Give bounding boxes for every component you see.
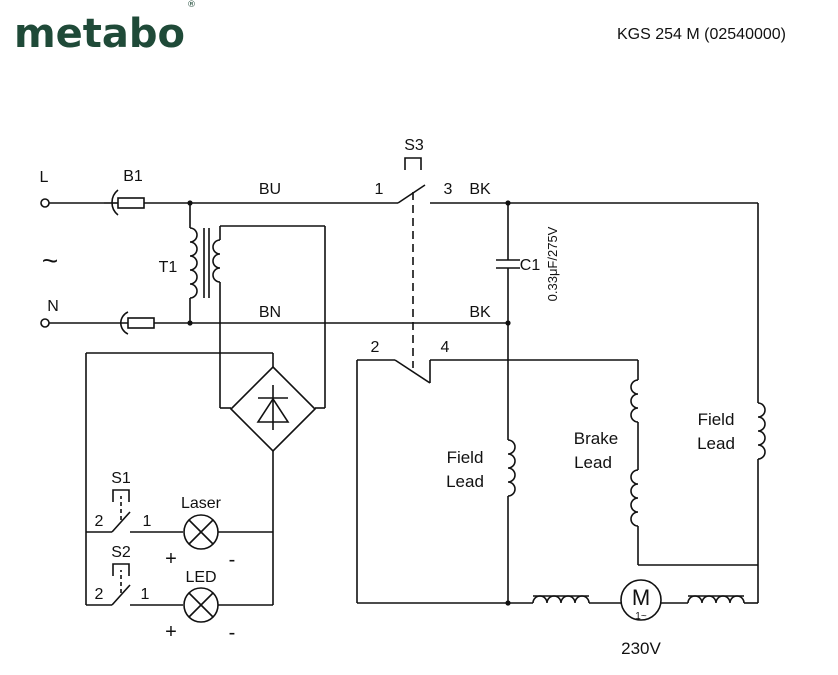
label-BK-top: BK: [469, 181, 491, 198]
label-laser-plus: +: [165, 548, 177, 570]
led-lamp: [183, 587, 273, 623]
field-lead-right-coil: [757, 203, 766, 603]
label-s2-terminal-1: 1: [141, 586, 150, 603]
capacitor-C1: [496, 203, 520, 440]
label-s2-terminal-2: 2: [95, 586, 104, 603]
label-B1: B1: [123, 168, 143, 185]
label-field-lead-right-line2: Lead: [697, 434, 735, 453]
label-motor: M: [632, 585, 650, 610]
terminal-L: [40, 198, 50, 208]
breaker-B1: [117, 197, 145, 209]
transformer-T1: [189, 203, 326, 408]
label-s1-terminal-2: 2: [95, 513, 104, 530]
switch-S2: [86, 563, 183, 606]
model-number: KGS 254 M (02540000): [617, 26, 786, 43]
motor-line: [532, 579, 758, 621]
label-S1: S1: [111, 470, 131, 487]
label-S3: S3: [404, 137, 424, 154]
label-S2: S2: [111, 544, 131, 561]
field-lead-left-coil: [507, 439, 516, 603]
ac-symbol: ~: [42, 245, 58, 276]
label-s3-terminal-4: 4: [441, 339, 450, 356]
switch-S1: [86, 489, 183, 533]
label-T1: T1: [159, 259, 178, 276]
label-led-plus: +: [165, 621, 177, 643]
label-s1-terminal-1: 1: [143, 513, 152, 530]
label-field-lead-left-line1: Field: [447, 448, 484, 467]
switch-S3: [357, 157, 638, 384]
label-s3-terminal-3: 3: [444, 181, 453, 198]
label-BK-mid: BK: [469, 304, 491, 321]
brand-name: metabo: [14, 11, 186, 57]
label-C1: C1: [520, 257, 541, 274]
label-s3-terminal-1: 1: [375, 181, 384, 198]
label-field-lead-left-line2: Lead: [446, 472, 484, 491]
label-brake-lead-line1: Brake: [574, 429, 618, 448]
label-brake-lead-line2: Lead: [574, 453, 612, 472]
laser-lamp: [183, 514, 273, 550]
motor-symbol: [620, 579, 662, 621]
terminal-N: [40, 318, 50, 328]
bridge-rectifier: [220, 353, 325, 605]
brake-lead-coil: [630, 360, 758, 566]
registered-mark: ®: [187, 0, 197, 10]
label-s3-terminal-2: 2: [371, 339, 380, 356]
label-laser: Laser: [181, 495, 222, 512]
label-led-minus: -: [229, 622, 236, 644]
label-led: LED: [185, 569, 216, 586]
label-laser-minus: -: [229, 549, 236, 571]
label-BU: BU: [259, 181, 281, 198]
neutral-fuse: [127, 317, 155, 329]
label-BN: BN: [259, 304, 281, 321]
label-capacitor-value: 0.33μF/275V: [545, 226, 560, 301]
label-N: N: [47, 298, 59, 315]
label-field-lead-right-line1: Field: [698, 410, 735, 429]
label-voltage: 230V: [621, 639, 661, 658]
label-motor-phase: 1~: [635, 611, 647, 622]
label-L: L: [40, 169, 49, 186]
metabo-logo: metabo®: [14, 0, 196, 57]
